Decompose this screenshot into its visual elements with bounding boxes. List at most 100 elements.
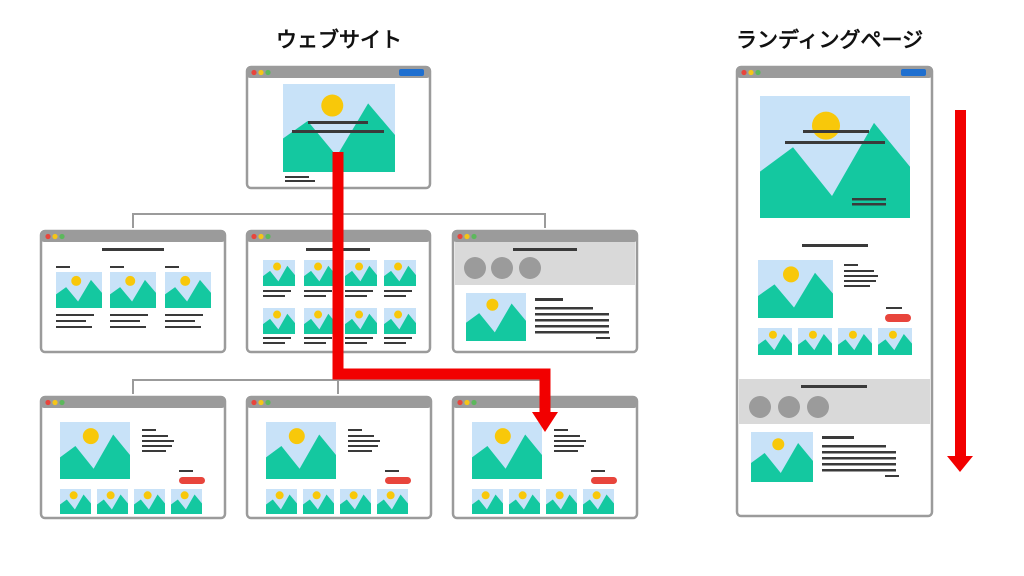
- sun-icon: [592, 491, 601, 500]
- mountain-icon: [165, 279, 211, 308]
- mountain-icon: [466, 303, 526, 341]
- text-line: [591, 470, 605, 472]
- maximize-dot-icon: [471, 399, 477, 406]
- sun-icon: [321, 94, 344, 117]
- image-icon: [266, 422, 336, 479]
- website-navigation-arrow: [332, 152, 551, 414]
- mountain-icon: [509, 494, 540, 514]
- circle-icon: [491, 257, 513, 279]
- text-line: [535, 325, 609, 328]
- mountain-icon: [760, 122, 910, 218]
- mountain-icon: [546, 494, 577, 514]
- sun-icon: [125, 275, 136, 286]
- image-icon: [165, 272, 211, 308]
- text-line: [56, 326, 92, 328]
- minimize-dot-icon: [52, 399, 58, 406]
- sun-icon: [349, 491, 358, 500]
- close-dot-icon: [251, 69, 257, 76]
- mountain-icon: [384, 313, 416, 334]
- sun-icon: [71, 275, 82, 286]
- sun-icon: [314, 262, 323, 271]
- text-line: [535, 298, 563, 301]
- text-line: [345, 342, 367, 344]
- text-line: [535, 313, 609, 316]
- image-icon: [171, 489, 202, 514]
- text-line: [535, 319, 609, 322]
- text-line: [844, 270, 874, 272]
- mountain-icon: [60, 494, 91, 514]
- text-line: [844, 280, 876, 282]
- image-icon: [60, 422, 130, 479]
- image-icon: [345, 260, 377, 286]
- text-line: [142, 429, 156, 431]
- image-icon: [472, 489, 503, 514]
- text-line: [554, 435, 580, 437]
- cta-button: [591, 477, 617, 484]
- image-icon: [472, 422, 542, 479]
- text-line: [110, 326, 146, 328]
- text-line: [263, 295, 285, 297]
- text-line: [142, 440, 174, 442]
- text-line: [535, 307, 593, 310]
- text-line: [102, 248, 164, 251]
- image-icon: [340, 489, 371, 514]
- text-line: [304, 342, 326, 344]
- maximize-dot-icon: [755, 69, 761, 76]
- mountain-icon: [583, 494, 614, 514]
- sun-icon: [273, 262, 282, 271]
- image-icon: [304, 308, 336, 334]
- text-line: [852, 198, 886, 201]
- sun-icon: [486, 298, 499, 311]
- text-line: [384, 337, 412, 339]
- text-line: [285, 176, 309, 178]
- mountain-icon: [60, 434, 130, 479]
- text-line: [165, 314, 203, 316]
- text-line: [385, 470, 399, 472]
- image-icon: [758, 328, 792, 355]
- circle-icon: [749, 396, 771, 418]
- image-icon: [751, 432, 813, 482]
- mountain-icon: [266, 434, 336, 479]
- product-window-2: [245, 395, 433, 520]
- close-dot-icon: [45, 399, 51, 406]
- sun-icon: [312, 491, 321, 500]
- image-icon: [56, 272, 102, 308]
- text-line: [554, 445, 584, 447]
- maximize-dot-icon: [59, 233, 65, 240]
- image-icon: [345, 308, 377, 334]
- hero-window: [245, 65, 432, 190]
- landing-scroll-arrow: [955, 110, 966, 458]
- text-line: [348, 445, 378, 447]
- text-line: [56, 320, 86, 322]
- close-dot-icon: [251, 399, 257, 406]
- minimize-dot-icon: [258, 69, 264, 76]
- text-line: [596, 337, 610, 339]
- mountain-icon: [838, 333, 872, 355]
- browser-windows: [39, 65, 934, 520]
- text-line: [110, 320, 140, 322]
- image-icon: [263, 308, 295, 334]
- minimize-dot-icon: [52, 233, 58, 240]
- image-icon: [134, 489, 165, 514]
- mountain-icon: [56, 279, 102, 308]
- text-line: [384, 295, 406, 297]
- image-icon: [110, 272, 156, 308]
- sun-icon: [355, 262, 364, 271]
- text-line: [142, 435, 168, 437]
- sun-icon: [288, 428, 305, 445]
- landing-page-title: ランディングページ: [736, 28, 924, 52]
- mountain-icon: [758, 272, 833, 318]
- sun-icon: [394, 262, 403, 271]
- mountain-icon: [263, 313, 295, 334]
- image-icon: [798, 328, 832, 355]
- maximize-dot-icon: [265, 399, 271, 406]
- banner-detail-window: [451, 229, 639, 354]
- text-line: [304, 290, 332, 292]
- mountain-icon: [263, 265, 295, 286]
- mountain-icon: [472, 434, 542, 479]
- sun-icon: [69, 491, 78, 500]
- text-line: [802, 244, 868, 247]
- website-title: ウェブサイト: [276, 28, 402, 52]
- text-line: [535, 331, 609, 334]
- circle-icon: [519, 257, 541, 279]
